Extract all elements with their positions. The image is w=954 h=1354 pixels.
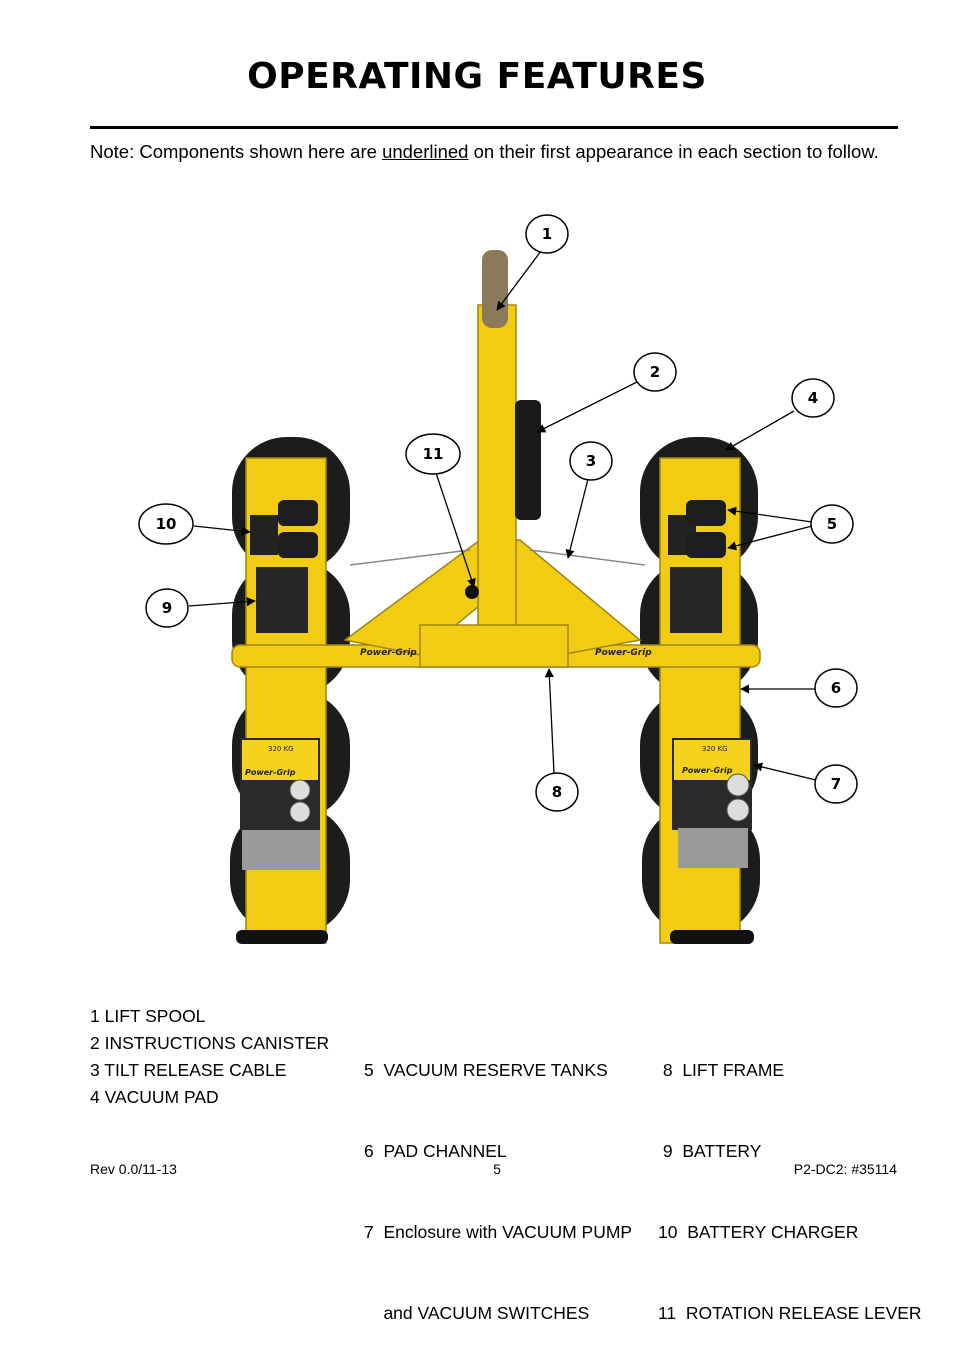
tilt-release-cable (349, 549, 471, 566)
page-title: OPERATING FEATURES (247, 56, 707, 97)
note-prefix: Note: Components shown here are (90, 141, 383, 162)
callout-number: 7 (831, 775, 841, 793)
note-text: Note: Components shown here are underlin… (90, 141, 879, 163)
switch-panel-left (242, 830, 320, 870)
instructions-canister (515, 400, 541, 520)
leader-lines (188, 250, 817, 781)
legend-item: 5 VACUUM RESERVE TANKS (364, 1060, 608, 1080)
battery-left (256, 567, 308, 633)
legend-item: 1 LIFT SPOOL (90, 1006, 206, 1026)
callout-8: 8 (535, 772, 579, 812)
capacity-label: 320 KG (702, 745, 728, 753)
brand-label: Power-Grip (245, 768, 296, 777)
callout-number: 1 (542, 225, 552, 243)
switch-panel-right (678, 828, 748, 868)
brand-label: Power-Grip (595, 648, 652, 658)
leader-line-5a (727, 506, 813, 523)
frame-base (419, 624, 569, 668)
leader-line-11 (435, 472, 476, 588)
reserve-tank (278, 500, 318, 526)
capacity-label: 320 KG (268, 745, 294, 753)
legend-item: 10 BATTERY CHARGER (658, 1222, 859, 1242)
battery-charger-left (250, 515, 278, 555)
callout-number: 6 (831, 679, 841, 697)
enclosure-label-right (674, 740, 750, 780)
footer-page-number: 5 (493, 1161, 501, 1177)
legend-column-3: 8 LIFT FRAME 9 BATTERY 10 BATTERY CHARGE… (658, 1003, 922, 1354)
legend-item: 11 ROTATION RELEASE LEVER (658, 1303, 922, 1323)
callout-number: 8 (552, 783, 562, 801)
leader-line-5b (727, 525, 813, 551)
callout-7: 7 (814, 764, 858, 804)
legend-item: 4 VACUUM PAD (90, 1087, 219, 1107)
leader-line-9 (188, 597, 256, 607)
callout-10: 10 (138, 503, 194, 545)
callout-number: 5 (827, 515, 837, 533)
callout-4: 4 (791, 378, 835, 418)
callout-5: 5 (810, 504, 854, 544)
legend-item: and VACUUM SWITCHES (364, 1303, 590, 1323)
legend-column-1: 1 LIFT SPOOL 2 INSTRUCTIONS CANISTER 3 T… (90, 1003, 329, 1111)
callout-number: 2 (650, 363, 660, 381)
leader-line-7 (753, 762, 817, 781)
vacuum-gauge (726, 773, 750, 797)
vacuum-gauge (726, 798, 750, 822)
handle-left (236, 930, 328, 944)
callout-6: 6 (814, 668, 858, 708)
leader-line-1 (496, 250, 542, 311)
callout-number: 11 (423, 445, 444, 463)
callout-number: 4 (808, 389, 818, 407)
leader-line-2 (536, 381, 638, 433)
legend-item: 3 TILT RELEASE CABLE (90, 1060, 287, 1080)
note-underlined: underlined (382, 141, 469, 162)
lift-spool (482, 250, 508, 328)
callout-2: 2 (633, 352, 677, 392)
note-suffix: on their first appearance in each sectio… (468, 141, 879, 162)
leader-line-4 (725, 410, 795, 451)
vacuum-gauge (289, 779, 311, 801)
lift-frame: Power-Grip Power-Grip 320 KG 320 KG Powe… (231, 250, 761, 777)
legend-item: 9 BATTERY (658, 1141, 762, 1161)
callout-number: 10 (156, 515, 177, 533)
leader-line-10 (193, 525, 251, 536)
left-pad-assembly (230, 437, 350, 944)
callout-3: 3 (569, 441, 613, 481)
callout-number: 3 (586, 452, 596, 470)
reserve-tank (686, 500, 726, 526)
reserve-tank (278, 532, 318, 558)
right-pad-assembly (640, 437, 760, 944)
brand-label: Power-Grip (682, 766, 733, 775)
callout-number: 9 (162, 599, 172, 617)
legend-column-2: 5 VACUUM RESERVE TANKS 6 PAD CHANNEL 7 E… (364, 1003, 632, 1354)
battery-right (670, 567, 722, 633)
reserve-tank (686, 532, 726, 558)
mast (477, 304, 517, 666)
callout-1: 1 (525, 214, 569, 254)
callout-9: 9 (145, 588, 189, 628)
brand-label: Power-Grip (360, 648, 417, 658)
tilt-release-cable (529, 549, 646, 566)
leader-line-8 (544, 668, 555, 774)
vacuum-gauge (289, 801, 311, 823)
rotation-release-lever (465, 585, 479, 599)
callout-11: 11 (405, 433, 461, 475)
legend-item: 2 INSTRUCTIONS CANISTER (90, 1033, 330, 1053)
title-rule (90, 126, 898, 129)
footer-revision: Rev 0.0/11-13 (90, 1161, 177, 1177)
enclosure-label-left (242, 740, 318, 780)
footer-document-id: P2-DC2: #35114 (793, 1161, 897, 1177)
leader-line-3 (565, 478, 589, 559)
lifter-figure: Power-Grip Power-Grip 320 KG 320 KG Powe… (138, 214, 858, 944)
handle-right (670, 930, 754, 944)
legend-item: 7 Enclosure with VACUUM PUMP (364, 1222, 633, 1242)
legend-item: 8 LIFT FRAME (658, 1060, 785, 1080)
legend-item: 6 PAD CHANNEL (364, 1141, 507, 1161)
